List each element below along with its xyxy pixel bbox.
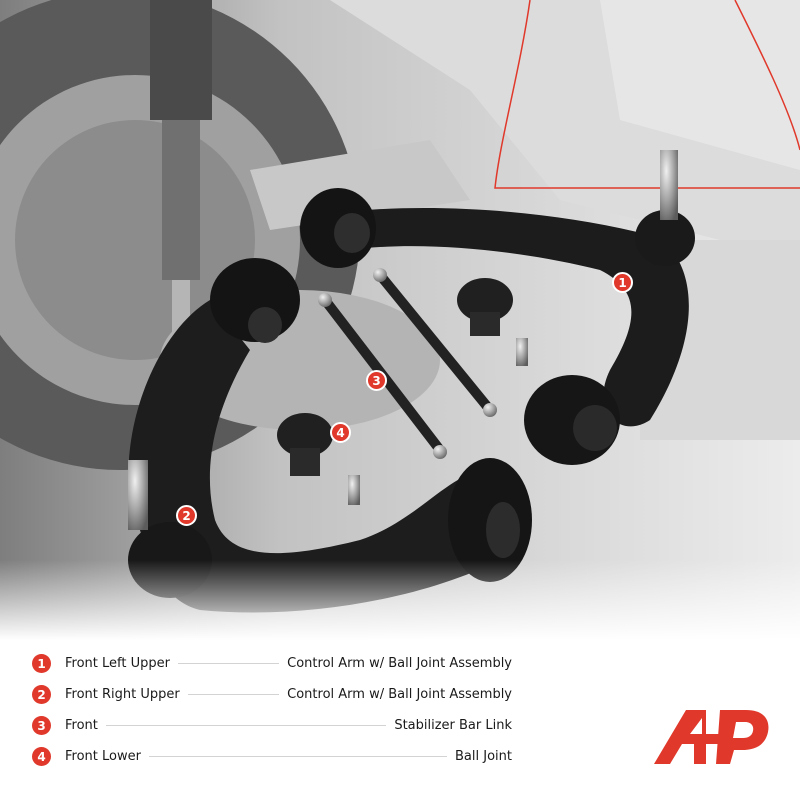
shock-absorber-shape: [150, 0, 212, 120]
legend-row-3: 3 Front Stabilizer Bar Link: [32, 710, 512, 741]
legend-leader-line: [187, 694, 280, 695]
legend-number-badge: 3: [32, 716, 51, 735]
control-arm-1-shape: [300, 150, 695, 465]
legend-position-label: Front Right Upper: [65, 687, 180, 702]
legend-number-badge: 1: [32, 654, 51, 673]
legend-part-name: Control Arm w/ Ball Joint Assembly: [287, 656, 512, 671]
legend-number-badge: 2: [32, 685, 51, 704]
legend-part-name: Control Arm w/ Ball Joint Assembly: [287, 687, 512, 702]
callout-3: 3: [366, 370, 387, 391]
suspension-parts-photo: [0, 0, 800, 640]
callout-4: 4: [330, 422, 351, 443]
callout-2: 2: [176, 505, 197, 526]
legend-row-4: 4 Front Lower Ball Joint: [32, 741, 512, 772]
legend-row-1: 1 Front Left Upper Control Arm w/ Ball J…: [32, 648, 512, 679]
legend-leader-line: [105, 725, 387, 726]
legend-part-name: Stabilizer Bar Link: [394, 718, 512, 733]
a-premium-logo-icon: [654, 710, 769, 764]
red-outline-shape: [494, 0, 800, 189]
legend-part-name: Ball Joint: [455, 749, 512, 764]
legend-leader-line: [148, 756, 448, 757]
legend-position-label: Front Left Upper: [65, 656, 170, 671]
legend-leader-line: [177, 663, 280, 664]
parts-legend: 1 Front Left Upper Control Arm w/ Ball J…: [32, 648, 512, 772]
legend-position-label: Front: [65, 718, 98, 733]
legend-number-badge: 4: [32, 747, 51, 766]
ball-joint-shape: [277, 278, 528, 505]
legend-row-2: 2 Front Right Upper Control Arm w/ Ball …: [32, 679, 512, 710]
callout-1: 1: [612, 272, 633, 293]
legend-position-label: Front Lower: [65, 749, 141, 764]
